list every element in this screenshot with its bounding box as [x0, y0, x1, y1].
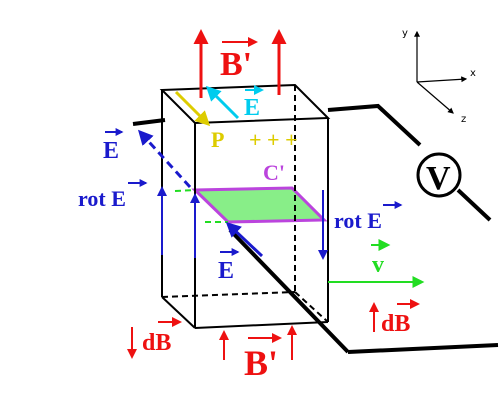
circuit-wire-bottom [347, 343, 499, 354]
block-front-bottom-edge [194, 321, 329, 329]
e-arrow-inner [225, 221, 264, 258]
e-label-top: E [244, 95, 260, 121]
b-prime-label-bottom: B' [244, 343, 278, 383]
db-label-left: dB [142, 330, 171, 356]
voltmeter-label: V [426, 160, 451, 197]
voltmeter-circle [416, 152, 462, 198]
b-prime-label-top: B' [220, 46, 252, 83]
block-hidden-rear-edge [294, 291, 329, 323]
charges-label: + + + [249, 127, 298, 152]
e-arrow-yellow [174, 90, 211, 127]
rot-e-label-right: rot E [334, 208, 382, 233]
axis-x-line [416, 76, 468, 83]
circuit-wire-back [132, 118, 166, 126]
p-label: P [211, 127, 224, 152]
coordinate-axes [414, 30, 468, 114]
circuit [132, 103, 499, 354]
axis-z-label: z [461, 114, 466, 125]
contour-c-prime-plane [191, 186, 328, 224]
e-label-left: E [103, 138, 119, 164]
c-prime-label: C' [263, 160, 285, 185]
circuit-wire-rail-front [228, 228, 350, 354]
v-label: v [372, 252, 384, 278]
block-hidden-bottom-edge [161, 291, 296, 298]
e-arrow-left [137, 129, 192, 189]
block-left-bottom-edge [161, 296, 196, 329]
circuit-wire-top [327, 103, 422, 147]
e-arrow-cyan [205, 85, 240, 120]
voltmeter: V [416, 152, 462, 198]
axis-z-line [416, 81, 454, 114]
e-label-inner: E [218, 258, 234, 284]
circuit-wire-right [456, 188, 492, 222]
rot-e-label-left: rot E [78, 186, 126, 211]
contour-dashed-left [174, 189, 196, 192]
axis-x-label: x [470, 68, 476, 79]
db-label-right: dB [381, 311, 410, 337]
axis-y-label: y [402, 28, 408, 39]
